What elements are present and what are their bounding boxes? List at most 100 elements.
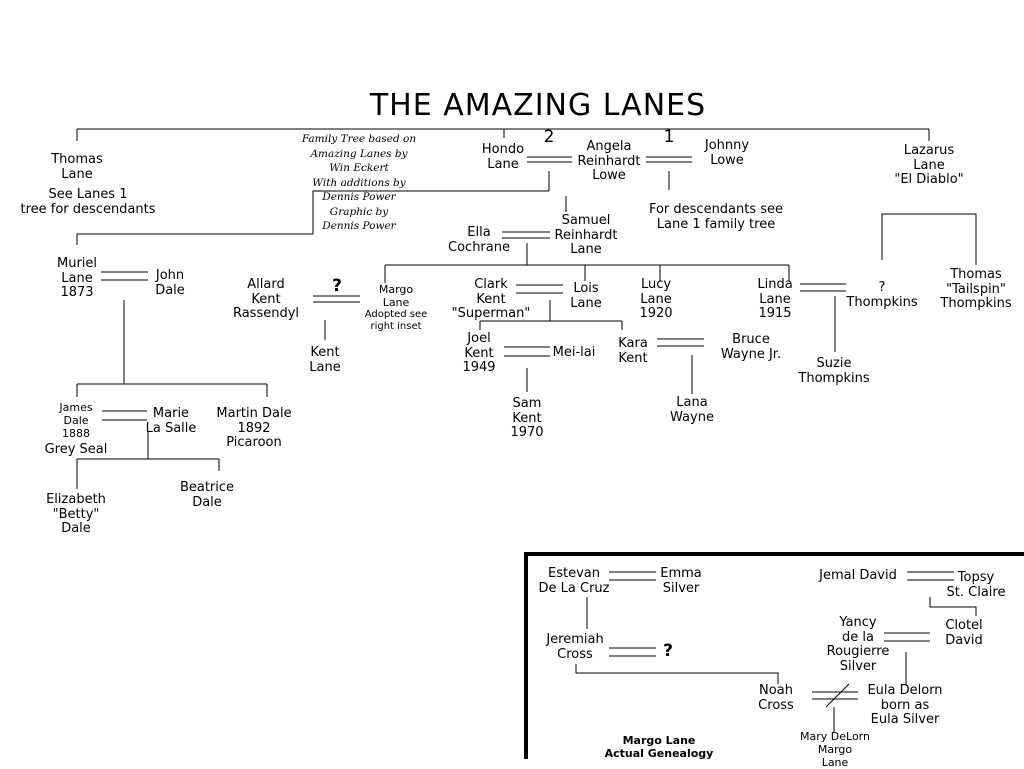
person-linda-lane: Linda Lane 1915	[757, 277, 793, 322]
name-line: Eula Silver	[870, 712, 940, 727]
name-line: Cross	[557, 646, 593, 662]
name-line: 1949	[462, 360, 496, 375]
name-line: John	[155, 268, 185, 283]
inset-title-line: Actual Genealogy	[604, 747, 714, 760]
person-joel-kent: Joel Kent 1949	[462, 331, 496, 376]
note-line: See Lanes 1	[48, 187, 128, 202]
name-line: 1892	[237, 420, 271, 436]
person-lucy-lane: Lucy Lane 1920	[639, 277, 672, 322]
name-line: 1873	[60, 285, 94, 300]
person-samuel-lane: Samuel Reinhardt Lane	[554, 213, 618, 258]
name-line: Dale	[63, 414, 89, 427]
name-line: Hondo	[481, 142, 525, 157]
name-line: Lane	[309, 359, 341, 375]
note-line: Adopted see	[364, 309, 428, 320]
name-line: Reinhardt	[554, 227, 618, 243]
person-martin-dale: Martin Dale 1892 Picaroon	[216, 406, 291, 451]
name-line: Kent	[618, 350, 648, 366]
name-line: 1888	[61, 427, 90, 440]
person-john-dale: John Dale	[155, 268, 185, 298]
name-line: Thompkins	[798, 370, 870, 386]
inset-emma-silver: Emma Silver	[660, 566, 702, 596]
name-line: Rougierre	[826, 644, 890, 659]
name-line: Lazarus	[903, 143, 955, 158]
inset-estevan-de-la-cruz: Estevan De La Cruz	[538, 566, 610, 596]
name-line: Lane	[570, 295, 602, 311]
inset-jemal-david: Jemal David	[819, 568, 897, 584]
thomas-lane-note: See Lanes 1 tree for descendants	[20, 187, 155, 217]
inset-topsy-st-claire: Topsy St. Claire	[946, 570, 1006, 600]
name-line: Clotel	[945, 618, 983, 633]
note-line: With additions by	[312, 176, 406, 189]
person-marie-la-salle: Marie La Salle	[145, 406, 197, 436]
note-line: Family Tree based on	[301, 133, 417, 145]
chart-title: THE AMAZING LANES	[369, 88, 707, 123]
unknown-spouse-mark: ?	[332, 276, 342, 296]
marriage-number-1: 1	[663, 127, 675, 147]
inset-title: Margo Lane Actual Genealogy	[605, 734, 714, 760]
name-line: Marie	[152, 406, 190, 421]
inset-title-line: Margo Lane	[622, 734, 696, 747]
name-line: Dale	[192, 494, 222, 510]
name-line: Kent	[310, 345, 340, 360]
name-line: Samuel	[561, 213, 611, 228]
name-line: Estevan	[548, 566, 600, 581]
name-line: Suzie	[816, 356, 852, 371]
note-line: Win Eckert	[329, 162, 389, 174]
person-muriel-lane: Muriel Lane 1873	[56, 256, 98, 301]
name-line: Muriel	[56, 256, 98, 271]
name-line: Lane	[821, 756, 849, 769]
name-line: Jemal David	[819, 568, 897, 583]
name-line: Dale	[155, 282, 185, 298]
name-line: 1915	[758, 306, 792, 321]
grey-seal-label: Grey Seal	[44, 442, 108, 458]
note-line: right inset	[370, 321, 422, 332]
note-line: Lane 1 family tree	[656, 216, 776, 232]
name-line: Emma	[660, 566, 702, 581]
name-line: Lois	[573, 281, 599, 296]
name-line: "Tailspin"	[946, 281, 1006, 297]
person-margo-lane: Margo Lane	[379, 283, 413, 309]
name-line: Beatrice	[179, 480, 235, 495]
person-lazarus-lane: Lazarus Lane "El Diablo"	[894, 143, 963, 188]
name-line: Margo	[378, 283, 414, 296]
name-line: Lane	[759, 291, 791, 307]
name-line: Linda	[757, 277, 793, 292]
name-line: Cochrane	[448, 239, 510, 255]
name-line: ?	[878, 280, 886, 295]
name-line: Ella	[467, 225, 491, 240]
name-line: St. Claire	[946, 584, 1006, 600]
name-line: Joel	[467, 331, 491, 346]
person-beatrice-dale: Beatrice Dale	[179, 480, 235, 510]
name-line: Lane	[61, 166, 93, 182]
name-line: Lana	[676, 395, 708, 410]
person-suzie-thompkins: Suzie Thompkins	[798, 356, 870, 386]
name-line: De La Cruz	[538, 580, 610, 596]
inset-eula-delorn: Eula Delorn born as Eula Silver	[867, 683, 943, 728]
person-mei-lai: Mei-lai	[553, 345, 596, 361]
name-line: Clark	[474, 277, 508, 292]
person-elizabeth-dale: Elizabeth "Betty" Dale	[46, 492, 106, 537]
name-line: Lane	[61, 270, 93, 286]
person-lois-lane: Lois Lane	[570, 281, 602, 311]
name-line: David	[945, 632, 983, 648]
name-line: Jeremiah	[546, 632, 604, 647]
name-line: La Salle	[145, 420, 197, 436]
descendants-note: For descendants see Lane 1 family tree	[649, 202, 783, 232]
name-line: Picaroon	[226, 435, 282, 450]
name-line: Topsy	[957, 570, 995, 585]
name-line: Rassendyl	[232, 306, 300, 321]
name-line: Kara	[618, 336, 648, 351]
name-line: Silver	[839, 658, 877, 674]
name-line: Grey Seal	[44, 442, 108, 457]
person-james-dale: James Dale 1888	[59, 401, 92, 440]
name-line: Wayne	[670, 409, 714, 425]
person-bruce-wayne: Bruce Wayne Jr.	[721, 332, 781, 362]
name-line: Eula Delorn	[867, 683, 943, 698]
note-line: Graphic by	[329, 205, 389, 218]
name-line: Noah	[759, 683, 793, 698]
name-line: Thompkins	[940, 296, 1012, 311]
person-thomas-thompkins: Thomas "Tailspin" Thompkins	[940, 267, 1012, 312]
tree-source-note: Family Tree based on Amazing Lanes by Wi…	[302, 132, 416, 234]
